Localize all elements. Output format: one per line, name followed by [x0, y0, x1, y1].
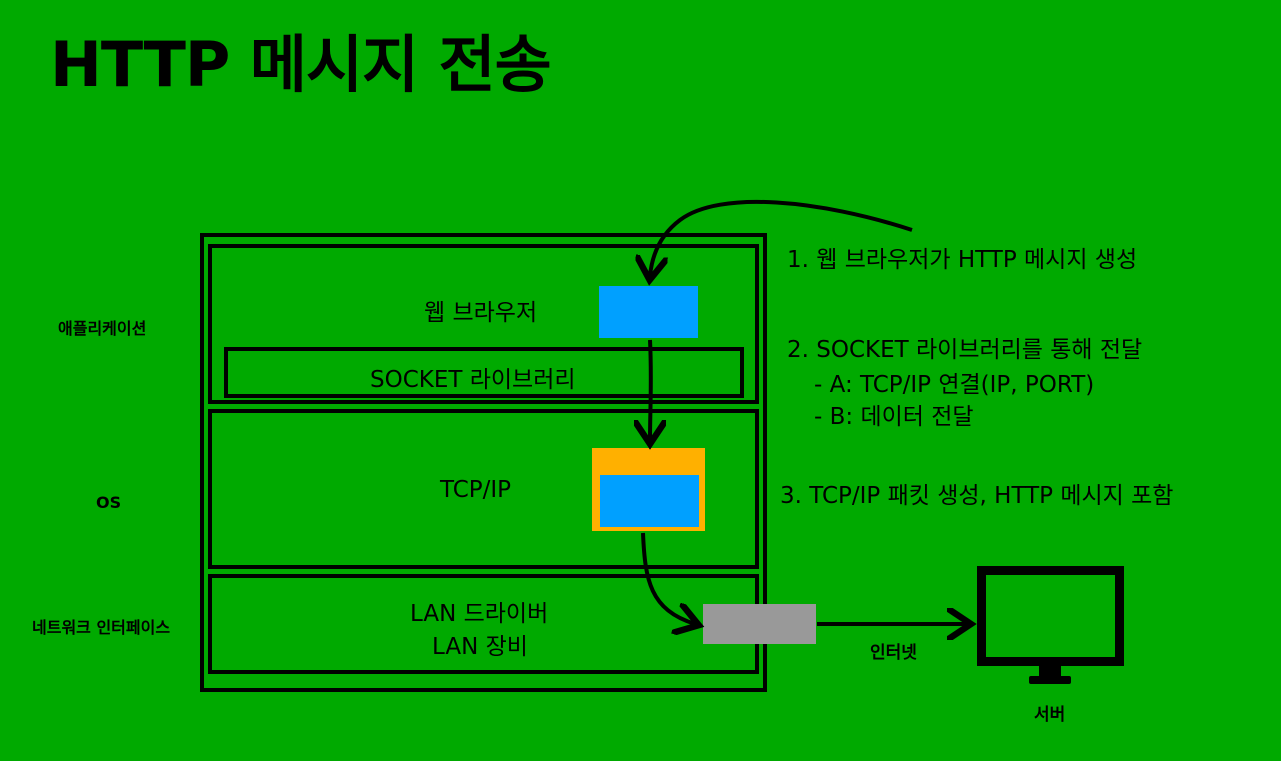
- arrow-to-lan: [641, 532, 695, 624]
- step1-text: 1. 웹 브라우저가 HTTP 메시지 생성: [787, 247, 1138, 273]
- server-label: 서버: [1034, 705, 1066, 725]
- step2b-text: - B: 데이터 전달: [814, 404, 974, 430]
- lan-driver-label: LAN 드라이버: [410, 601, 549, 627]
- internet-label: 인터넷: [870, 643, 917, 663]
- http-message-block: [599, 286, 698, 338]
- os-layer-box: [208, 409, 759, 569]
- step2-text: 2. SOCKET 라이브러리를 통해 전달: [787, 337, 1143, 363]
- web-browser-label: 웹 브라우저: [424, 300, 538, 326]
- os-label: OS: [96, 493, 122, 512]
- tcpip-label: TCP/IP: [440, 477, 512, 503]
- lan-device-label: LAN 장비: [432, 634, 528, 660]
- step3-text: 3. TCP/IP 패킷 생성, HTTP 메시지 포함: [780, 483, 1174, 509]
- socket-library-label: SOCKET 라이브러리: [370, 367, 576, 393]
- network-interface-label: 네트워크 인터페이스: [32, 618, 171, 637]
- step2a-text: - A: TCP/IP 연결(IP, PORT): [814, 372, 1095, 398]
- application-layer-box: [208, 244, 759, 404]
- client-machine-box: [200, 233, 767, 692]
- page-title: HTTP 메시지 전송: [50, 28, 552, 101]
- server-monitor-icon: [977, 566, 1124, 684]
- arrow-to-tcpip: [650, 339, 651, 440]
- packet-http-message-block: [600, 475, 699, 527]
- lan-device-block: [703, 604, 816, 644]
- socket-library-box: [224, 347, 744, 398]
- application-label: 애플리케이션: [58, 319, 147, 338]
- arrow-create-message: [650, 199, 913, 276]
